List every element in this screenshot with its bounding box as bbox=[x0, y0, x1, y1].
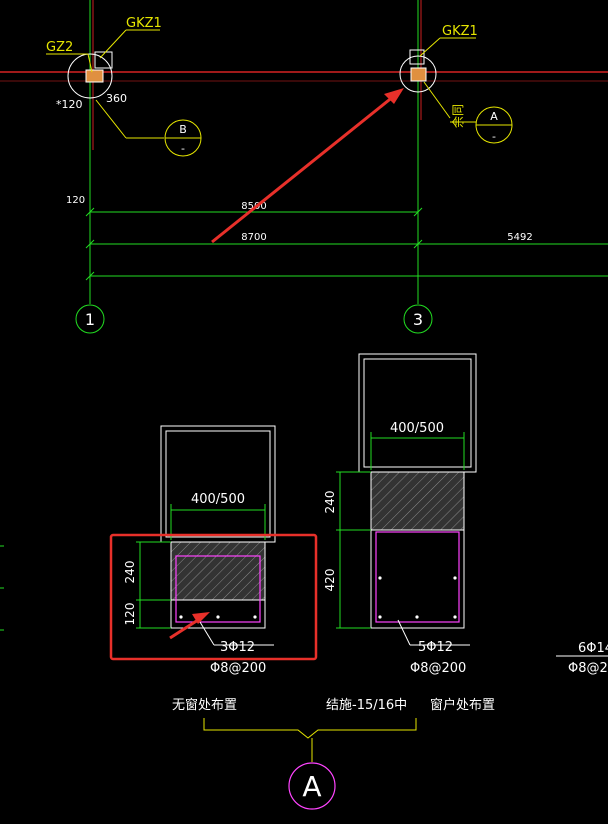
dim-tick-8500-b bbox=[413, 207, 423, 217]
section-left-rebar: 3Φ12 bbox=[220, 640, 255, 655]
axis-bubble-3 bbox=[403, 304, 433, 334]
axis-bubble-1-label: 1 bbox=[85, 310, 95, 329]
section-right-beam bbox=[370, 471, 465, 629]
label-gz2: GZ2 bbox=[46, 40, 73, 55]
section-left-stirrup bbox=[175, 555, 261, 623]
column-left-body bbox=[85, 69, 104, 83]
column-right-circle bbox=[399, 55, 437, 93]
section-right-bar-4 bbox=[415, 615, 419, 619]
section-left-bar-3 bbox=[253, 615, 257, 619]
section-left-bar-2 bbox=[216, 615, 220, 619]
column-left-circle bbox=[67, 53, 113, 99]
section-right-bar-3 bbox=[378, 615, 382, 619]
caption-left: 无窗处布置 bbox=[172, 697, 237, 713]
section-left-bar-1 bbox=[179, 615, 183, 619]
label-note-right: 余同 bbox=[450, 104, 465, 128]
column-right-body bbox=[410, 67, 427, 82]
caption-right: 窗户处布置 bbox=[430, 697, 495, 713]
label-dim-offset: *120 bbox=[56, 98, 83, 111]
section-left-dim-120: 120 bbox=[123, 603, 137, 626]
section-right-dim-420: 420 bbox=[323, 569, 337, 592]
annotation-arrow-section-head bbox=[192, 612, 210, 624]
callout-b-letter: B bbox=[179, 123, 187, 136]
section-left-wall-outer bbox=[160, 425, 276, 543]
label-gkz1-left: GKZ1 bbox=[126, 16, 162, 31]
dim-tick-8500-a bbox=[85, 207, 95, 217]
callout-b-sub: - bbox=[181, 142, 185, 155]
section-left-rebar-leader bbox=[199, 621, 215, 646]
section-left-wall-inner bbox=[165, 430, 271, 538]
section-right-bar-1 bbox=[378, 576, 382, 580]
section-right-wall-outer bbox=[358, 353, 477, 473]
detail-mark bbox=[288, 762, 336, 810]
callout-a-plan-letter: A bbox=[490, 110, 498, 123]
section-left-width-label: 400/500 bbox=[191, 492, 245, 507]
detail-mark-letter: A bbox=[302, 770, 321, 803]
dim-label-120: 120 bbox=[66, 195, 85, 206]
section-right-rebar: 5Φ12 bbox=[418, 640, 453, 655]
dim-tick-overall bbox=[85, 271, 95, 281]
section-right-bar-2 bbox=[453, 576, 457, 580]
axis-bubble-3-label: 3 bbox=[413, 310, 423, 329]
dim-tick-8700-a bbox=[85, 239, 95, 249]
section-left-hatch bbox=[170, 541, 266, 601]
section-right-hatch bbox=[370, 471, 465, 531]
section-right-width-label: 400/500 bbox=[390, 421, 444, 436]
partial-right-stirrup: Φ8@2 bbox=[568, 661, 608, 676]
highlight-box bbox=[109, 533, 318, 661]
axis-bubble-1 bbox=[75, 304, 105, 334]
column-right-outline bbox=[409, 49, 425, 65]
section-left-beam bbox=[170, 541, 266, 629]
caption-bracket bbox=[203, 718, 417, 739]
leader-gz2-b bbox=[87, 53, 93, 73]
column-left-outline bbox=[94, 51, 113, 69]
section-right-rebar-leader bbox=[397, 619, 411, 646]
annotation-arrow-plan bbox=[211, 94, 395, 244]
annotation-arrow-section bbox=[169, 618, 199, 640]
section-left-stirrup-label: Φ8@200 bbox=[210, 661, 266, 676]
leader-a bbox=[423, 81, 451, 119]
section-right-stirrup-label: Φ8@200 bbox=[410, 661, 466, 676]
leader-gkz1-left bbox=[99, 29, 127, 59]
label-dim-360: 360 bbox=[106, 92, 127, 105]
dim-tick-8700-b bbox=[413, 239, 423, 249]
leader-b bbox=[95, 99, 127, 139]
section-right-dim-240: 240 bbox=[323, 491, 337, 514]
dim-label-8700: 8700 bbox=[241, 232, 266, 243]
label-gkz1-right: GKZ1 bbox=[442, 24, 478, 39]
section-left-dim-240: 240 bbox=[123, 561, 137, 584]
partial-right-rebar: 6Φ14 bbox=[578, 641, 608, 656]
leader-gkz1-right bbox=[419, 37, 441, 57]
section-right-stirrup bbox=[375, 531, 460, 623]
section-right-bar-5 bbox=[453, 615, 457, 619]
dim-label-5492: 5492 bbox=[507, 232, 532, 243]
section-right-wall-inner bbox=[363, 358, 472, 468]
callout-a-plan-sub: - bbox=[492, 130, 496, 143]
caption-middle: 结施-15/16中 bbox=[326, 698, 407, 713]
annotation-arrow-plan-head bbox=[384, 88, 404, 104]
